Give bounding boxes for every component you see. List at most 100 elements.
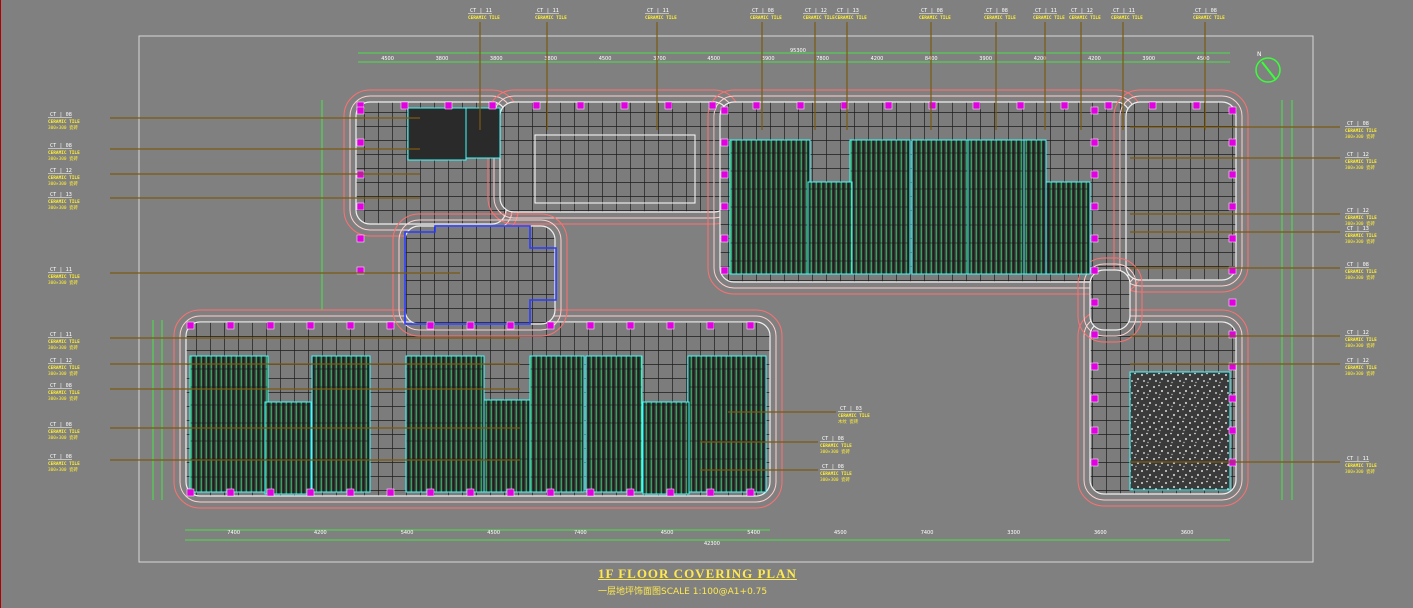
callout-sub: 300×300 瓷砖: [48, 466, 79, 473]
callout-label: CERAMIC TILE: [1345, 128, 1377, 134]
dimension-bottom-text: 3600: [1181, 530, 1194, 536]
callout-code: CT | 08: [921, 8, 943, 14]
callout-code: CT | 08: [1347, 262, 1369, 268]
dimension-bottom-text: 5400: [747, 530, 760, 536]
callout-label: CERAMIC TILE: [835, 15, 867, 21]
callout-sub: 300×300 瓷砖: [1345, 133, 1376, 140]
classroom-north-3: [911, 139, 969, 275]
dimension-top-text: 4500: [599, 56, 612, 62]
callout-label: CERAMIC TILE: [1033, 15, 1065, 21]
callout-code: CT | 11: [1113, 8, 1135, 14]
callout-sub: 300×300 瓷砖: [48, 370, 79, 377]
classroom-north-5: [1023, 139, 1047, 275]
classroom-south-5: [585, 355, 643, 493]
classroom-north-2: [849, 139, 911, 275]
callout-label: CERAMIC TILE: [820, 443, 852, 449]
callout-label: CERAMIC TILE: [48, 461, 80, 467]
classroom-north-4: [967, 139, 1025, 275]
callout-sub: 300×300 瓷砖: [1345, 164, 1376, 171]
callout-code: CT | 13: [837, 8, 859, 14]
dimension-top-text: 3900: [979, 56, 992, 62]
dimension-bottom-text: 7400: [574, 530, 587, 536]
dimension-bottom-text: 4500: [834, 530, 847, 536]
callout-label: CERAMIC TILE: [48, 365, 80, 371]
classroom-south-6: [687, 355, 767, 493]
callout-label: CERAMIC TILE: [1345, 233, 1377, 239]
callout-label: CERAMIC TILE: [48, 274, 80, 280]
dimension-top-text: 3800: [436, 56, 449, 62]
callout-code: CT | 12: [1347, 358, 1369, 364]
dimension-top-text: 3800: [544, 56, 557, 62]
callout-label: CERAMIC TILE: [1193, 15, 1225, 21]
dimension-top-text: 4500: [381, 56, 394, 62]
dimension-top-text: 4200: [1034, 56, 1047, 62]
dimension-bottom-text: 5400: [401, 530, 414, 536]
callout-code: CT | 08: [1347, 121, 1369, 127]
dimension-bottom-text: 3600: [1094, 530, 1107, 536]
classroom-south-2: [311, 355, 371, 493]
callout-label: CERAMIC TILE: [1345, 337, 1377, 343]
drawing-subtitle: 一层地坪饰面图SCALE 1:100@A1+0.75: [598, 587, 768, 597]
dimension-total-bottom: 42300: [704, 541, 720, 547]
callout-sub: 300×300 瓷砖: [820, 476, 851, 483]
dimension-bottom-text: 4500: [487, 530, 500, 536]
callout-sub: 300×300 瓷砖: [1345, 370, 1376, 377]
dimension-bottom-text: 7400: [921, 530, 934, 536]
callout-label: CERAMIC TILE: [645, 15, 677, 21]
north-arrow-icon: N: [1255, 51, 1281, 83]
callout-code: CT | 12: [1347, 208, 1369, 214]
callout-code: CT | 11: [470, 8, 492, 14]
callout-label: CERAMIC TILE: [1111, 15, 1143, 21]
callout-sub: 300×300 瓷砖: [48, 279, 79, 286]
callout-label: CERAMIC TILE: [803, 15, 835, 21]
callout-label: CERAMIC TILE: [48, 339, 80, 345]
callout-label: CERAMIC TILE: [468, 15, 500, 21]
dimension-bottom-text: 4200: [314, 530, 327, 536]
callout-code: CT | 08: [752, 8, 774, 14]
dimension-top-text: 4500: [1197, 56, 1210, 62]
callout-code: CT | 08: [1195, 8, 1217, 14]
callout-sub: 300×300 瓷砖: [48, 344, 79, 351]
callout-sub: 300×300 瓷砖: [1345, 274, 1376, 281]
dimension-top-text: 3700: [653, 56, 666, 62]
callout-code: CT | 12: [1071, 8, 1093, 14]
callout-sub: 300×300 瓷砖: [48, 155, 79, 162]
classroom-north-1: [729, 139, 811, 275]
callout-code: CT | 11: [50, 267, 72, 273]
